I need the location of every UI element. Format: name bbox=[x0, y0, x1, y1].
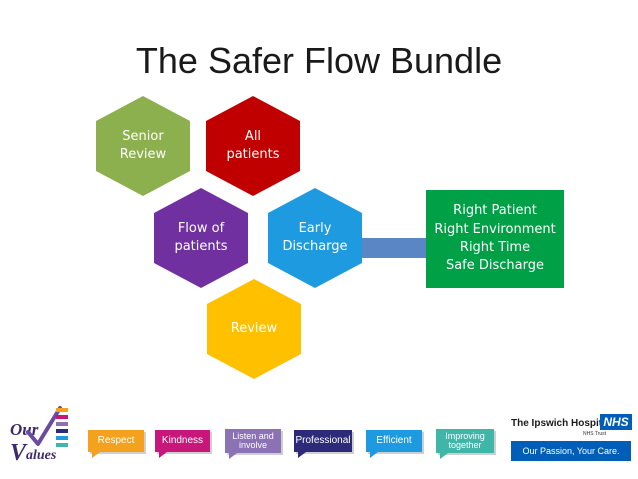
value-label: Respect bbox=[97, 435, 135, 446]
hexagon-all-patients: All patients bbox=[206, 96, 300, 196]
checkmark-icon bbox=[26, 406, 62, 446]
hexagon-early-discharge: Early Discharge bbox=[268, 188, 362, 288]
outcome-line: Safe Discharge bbox=[445, 258, 545, 274]
hexagon-label-line2: Review bbox=[119, 147, 167, 162]
slide-title: The Safer Flow Bundle bbox=[135, 40, 503, 81]
our-values-logo: Our V alues bbox=[6, 404, 84, 468]
outcome-line: Right Patient bbox=[453, 203, 537, 219]
hexagon-label-line2: patients bbox=[174, 239, 228, 254]
value-label-line2: together bbox=[448, 440, 482, 450]
hexagon-label-line1: Review bbox=[230, 321, 278, 337]
value-label-line1: Listen and bbox=[232, 431, 274, 441]
outcome-line: Right Time bbox=[459, 240, 531, 255]
logo-word-alues: alues bbox=[26, 448, 57, 463]
outcome-box: Right Patient Right Environment Right Ti… bbox=[426, 190, 564, 288]
connector-bar bbox=[362, 238, 426, 258]
hospital-name: The Ipswich Hospital bbox=[511, 418, 611, 429]
hexagon-label-line1: Senior bbox=[122, 129, 164, 145]
value-badge-respect: Respect bbox=[88, 430, 144, 458]
value-badge-listen-and-involve: Listen and involve bbox=[225, 429, 281, 459]
hexagon-label-line1: Early bbox=[298, 221, 332, 237]
value-label: Kindness bbox=[161, 435, 204, 446]
hexagon-label-line2: patients bbox=[226, 147, 280, 162]
value-label-line1: Improving bbox=[445, 431, 485, 441]
hexagon-flow-of-patients: Flow of patients bbox=[154, 188, 248, 288]
value-label: Professional bbox=[295, 435, 351, 446]
hexagon-senior-review: Senior Review bbox=[96, 96, 190, 196]
nhs-trust-label: NHS Trust bbox=[583, 431, 607, 437]
nhs-logo: NHS bbox=[600, 414, 632, 430]
value-label: Efficient bbox=[376, 435, 412, 446]
value-badge-efficient: Efficient bbox=[366, 430, 422, 458]
hexagon-review: Review bbox=[207, 279, 301, 379]
hexagon-label-line2: Discharge bbox=[282, 239, 348, 254]
value-badge-kindness: Kindness bbox=[155, 430, 210, 458]
logo-color-bars bbox=[56, 408, 68, 450]
outcome-line: Right Environment bbox=[434, 221, 556, 237]
value-label-line2: involve bbox=[238, 440, 267, 450]
value-badge-improving-together: Improving together bbox=[436, 429, 494, 459]
hexagon-label-line1: Flow of bbox=[177, 221, 225, 237]
hospital-tagline: Our Passion, Your Care. bbox=[511, 441, 631, 461]
hexagon-label-line1: All bbox=[244, 129, 262, 145]
logo-letter-v: V bbox=[10, 440, 27, 466]
value-badge-professional: Professional bbox=[294, 430, 352, 458]
